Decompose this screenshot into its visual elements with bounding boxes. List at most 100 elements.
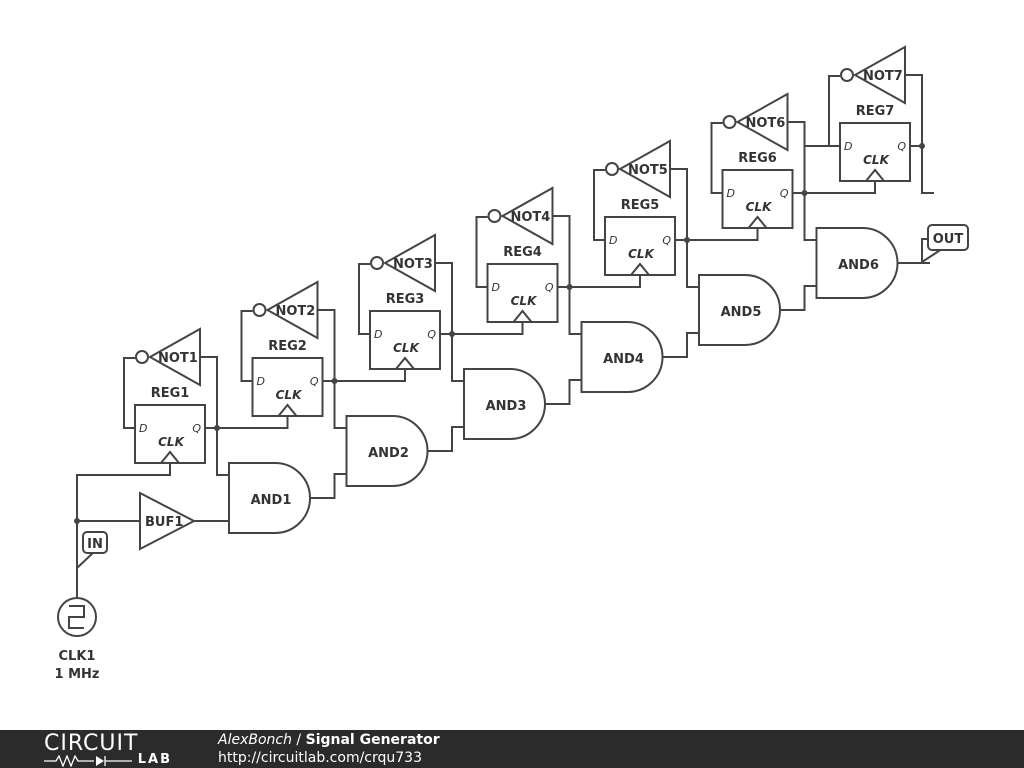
register-pin-d: D xyxy=(139,422,147,435)
logo-resistor-diode-icon: LAB xyxy=(44,752,176,767)
register-pin-q: Q xyxy=(897,140,906,153)
not-gate-body xyxy=(735,92,789,152)
register-pin-clk: CLK xyxy=(746,200,773,214)
not-gate-bubble xyxy=(370,256,384,270)
not-output-to-d-wire xyxy=(358,263,370,335)
q-to-next-clk-wire xyxy=(792,181,876,194)
q-to-and-wire xyxy=(686,240,699,288)
register-clock-triangle xyxy=(160,450,180,464)
logo-text-circuit: CIRCUIT xyxy=(44,731,139,756)
not-gate-label: NOT1 xyxy=(158,351,198,366)
register-clock-triangle xyxy=(747,215,768,229)
and-gate-label: AND1 xyxy=(251,493,292,508)
circuit-url[interactable]: http://circuitlab.com/crqu733 xyxy=(218,750,422,766)
register-pin-clk: CLK xyxy=(511,294,538,308)
register-label: REG6 xyxy=(738,151,777,166)
q-to-next-clk-wire xyxy=(440,322,524,335)
not-gate-body xyxy=(617,139,671,199)
q-to-and-wire xyxy=(451,334,464,382)
register-pin-clk: CLK xyxy=(393,341,420,355)
stage-wires xyxy=(593,168,688,241)
in-net-label: IN xyxy=(87,537,103,552)
register-pin-q: Q xyxy=(192,422,201,435)
not-gate-body xyxy=(382,233,436,293)
register-clock-triangle xyxy=(630,262,650,276)
circuit-title-line: AlexBonch / Signal Generator xyxy=(218,731,440,749)
not-gate-body xyxy=(265,280,319,340)
register-pin-d: D xyxy=(844,140,852,153)
stage-wires xyxy=(828,74,923,147)
register-clock-triangle xyxy=(865,168,885,182)
and-gate-label: AND3 xyxy=(486,399,527,414)
and-chain-wire xyxy=(780,285,817,311)
not-gate-body xyxy=(852,45,906,105)
out-net-label: OUT xyxy=(933,232,964,247)
clock-source-value: 1 MHz xyxy=(55,667,100,682)
clock-source-name: CLK1 xyxy=(59,649,96,664)
not-gate-bubble xyxy=(135,350,149,364)
register-pin-clk: CLK xyxy=(158,435,185,449)
register-pin-clk: CLK xyxy=(628,247,655,261)
not-gate-bubble xyxy=(252,303,267,317)
register-pin-d: D xyxy=(374,328,382,341)
and-gate-label: AND5 xyxy=(721,305,762,320)
not-gate-bubble xyxy=(840,68,854,82)
footer-bar: CIRCUIT LAB AlexBonch / Signal Generator… xyxy=(0,730,1024,768)
not-input-wire xyxy=(317,309,336,382)
register-pin-q: Q xyxy=(662,234,671,247)
register-pin-d: D xyxy=(727,187,735,200)
q-to-and-wire xyxy=(568,287,582,335)
register-clock-triangle xyxy=(512,309,533,323)
not-input-wire xyxy=(552,215,571,288)
register-label: REG3 xyxy=(386,292,425,307)
register-label: REG7 xyxy=(856,104,895,119)
register-label: REG2 xyxy=(268,339,307,354)
not-gate-bubble xyxy=(722,115,737,129)
not-gate-body xyxy=(147,327,201,387)
q-to-and-wire xyxy=(921,146,934,194)
register-label: REG4 xyxy=(503,245,542,260)
register-pin-d: D xyxy=(609,234,617,247)
register-pin-q: Q xyxy=(427,328,436,341)
author-link[interactable]: AlexBonch xyxy=(218,732,292,748)
q-to-next-clk-wire xyxy=(557,275,641,288)
not-input-wire xyxy=(200,356,218,429)
not-input-wire xyxy=(787,121,806,194)
and-gate-body xyxy=(345,415,429,487)
and-chain-wire xyxy=(310,473,347,499)
not-gate-label: NOT5 xyxy=(628,163,668,178)
not-gate-label: NOT2 xyxy=(276,304,316,319)
circuitlab-logo[interactable]: CIRCUIT LAB xyxy=(44,731,176,767)
not-gate-bubble xyxy=(605,162,619,176)
and-gate-label: AND6 xyxy=(838,258,879,273)
not-output-to-d-wire xyxy=(123,357,135,429)
not-input-wire xyxy=(905,74,923,147)
register-label: REG5 xyxy=(621,198,660,213)
not-gate-label: NOT4 xyxy=(511,210,551,225)
not-output-to-d-wire xyxy=(710,122,723,194)
stage-wires xyxy=(475,215,571,288)
and-gate-label: AND2 xyxy=(368,446,409,461)
register-pin-q: Q xyxy=(310,375,319,388)
not-input-wire xyxy=(435,262,453,335)
circuit-title: Signal Generator xyxy=(305,732,440,748)
not-output-to-d-wire xyxy=(475,216,488,288)
and-gate-body xyxy=(463,368,546,440)
in-net-label-box xyxy=(82,531,108,554)
not-gate-body xyxy=(500,186,554,246)
junction-dot xyxy=(74,518,80,524)
and-gate-body xyxy=(698,274,781,346)
buffer-gate-body xyxy=(139,491,197,551)
not-output-to-d-wire xyxy=(240,310,253,382)
and-chain-wire xyxy=(662,332,699,358)
q-to-next-clk-wire xyxy=(675,228,759,241)
stage-wires xyxy=(240,309,336,382)
